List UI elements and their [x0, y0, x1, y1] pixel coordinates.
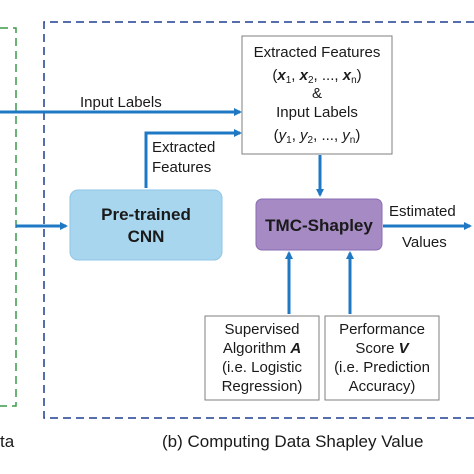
- algorithm-box-line4: Regression): [222, 378, 303, 395]
- algorithm-box-line1: Supervised: [224, 321, 299, 338]
- features-box-ampersand: &: [312, 85, 322, 102]
- features-box-title: Extracted Features: [254, 44, 381, 61]
- left-panel-dashed-frame: [0, 27, 17, 407]
- features-box-input-labels: Input Labels: [276, 104, 358, 121]
- performance-box-line3: (i.e. Prediction: [334, 359, 430, 376]
- estimated-values-label-line2: Values: [402, 234, 447, 251]
- performance-score-box: [324, 315, 440, 401]
- performance-box-line4: Accuracy): [349, 378, 416, 395]
- cnn-box-label-line2: CNN: [128, 227, 165, 246]
- supervised-algorithm-box: [204, 315, 320, 401]
- algorithm-box-line2: Algorithm A: [223, 340, 301, 357]
- features-labels-box: [241, 35, 393, 155]
- algorithm-box-line3: (i.e. Logistic: [222, 359, 303, 376]
- pretrained-cnn-box: [69, 189, 223, 261]
- extracted-features-label-line2: Features: [152, 159, 211, 176]
- tmc-shapley-box: [255, 198, 383, 251]
- input-labels-label: Input Labels: [80, 94, 162, 111]
- right-panel-dashed-frame: [43, 21, 474, 419]
- cnn-box-label-line1: Pre-trained: [101, 205, 191, 224]
- labels-vector: (y1, y2, ..., yn): [274, 127, 361, 146]
- right-panel-caption: (b) Computing Data Shapley Value: [162, 432, 423, 451]
- performance-box-line2: Score V: [355, 340, 410, 357]
- left-panel-caption-partial: ta: [0, 432, 15, 451]
- performance-box-line1: Performance: [339, 321, 425, 338]
- cnn-to-features-arrow: [144, 129, 242, 188]
- tmc-shapley-label: TMC-Shapley: [265, 216, 373, 235]
- estimated-values-label-line1: Estimated: [389, 203, 456, 220]
- features-vector: (x1, x2, ..., xn): [272, 67, 361, 86]
- extracted-features-label-line1: Extracted: [152, 139, 215, 156]
